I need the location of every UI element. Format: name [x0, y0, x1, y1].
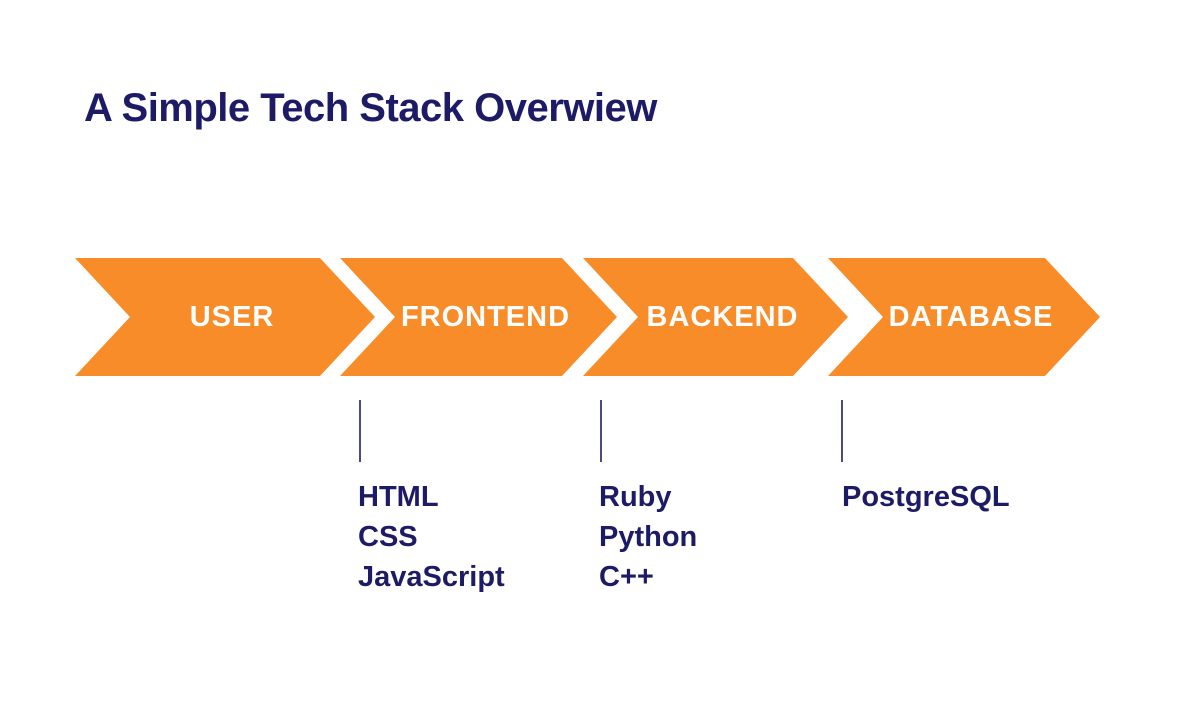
database-tech-list: PostgreSQL [842, 477, 1010, 517]
page-title: A Simple Tech Stack Overwiew [84, 86, 657, 130]
tech-item-css: CSS [358, 521, 418, 553]
backend-tech-list: Ruby Python C++ [599, 477, 697, 597]
frontend-tech-list: HTML CSS JavaScript [358, 477, 505, 597]
tech-item-javascript: JavaScript [358, 561, 505, 593]
connector-line-database [841, 400, 843, 462]
arrow-user-label: USER [189, 300, 275, 333]
tech-item-python: Python [599, 521, 698, 553]
arrow-frontend: FRONTEND [340, 258, 617, 376]
connector-line-backend [600, 400, 602, 462]
arrow-backend: BACKEND [583, 258, 848, 376]
tech-item-ruby: Ruby [599, 481, 672, 513]
connector-line-frontend [359, 400, 361, 462]
arrow-backend-label: BACKEND [646, 300, 799, 333]
arrow-database-label: DATABASE [888, 300, 1054, 333]
arrow-frontend-label: FRONTEND [400, 300, 571, 333]
tech-item-postgresql: PostgreSQL [842, 481, 1010, 513]
arrow-database: DATABASE [828, 258, 1100, 376]
tech-item-cpp: C++ [599, 561, 654, 593]
tech-item-html: HTML [358, 481, 439, 513]
arrow-user: USER [75, 258, 375, 376]
